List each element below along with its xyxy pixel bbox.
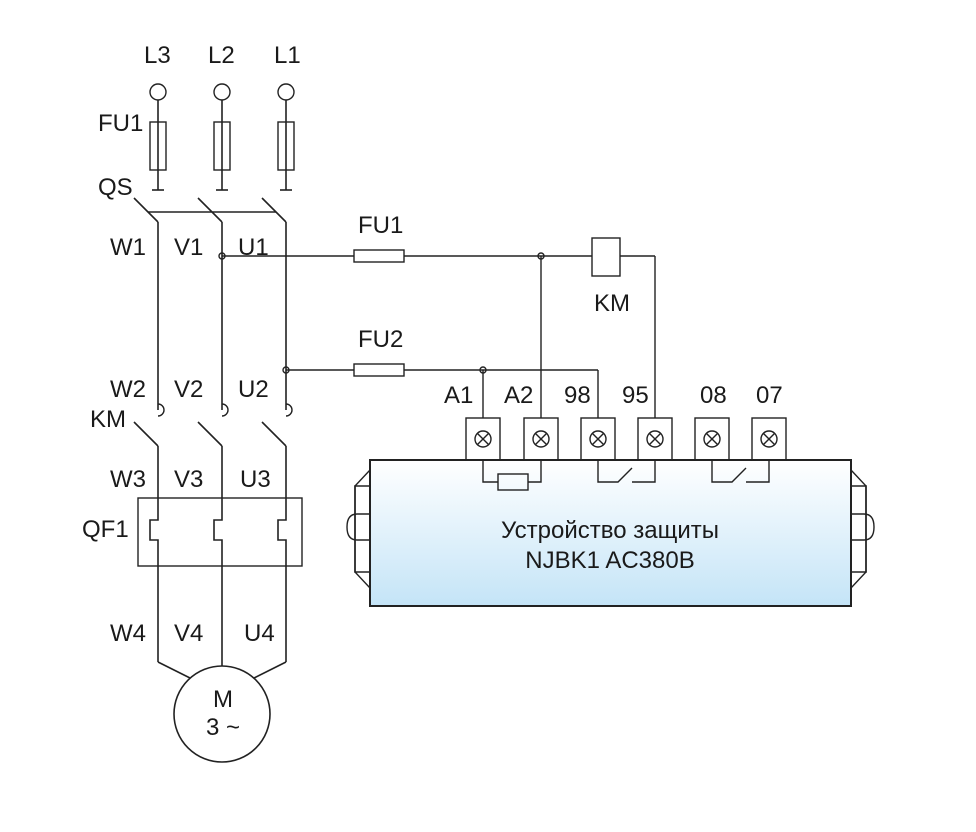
motor-symbol: M xyxy=(213,686,233,713)
qf1-frame xyxy=(137,497,303,567)
label-w3: W3 xyxy=(110,466,146,493)
label-fu1-ctrl: FU1 xyxy=(358,212,404,239)
label-w1: W1 xyxy=(110,234,146,261)
label-w2: W2 xyxy=(110,376,146,403)
device-model: NJBK1 AC380В xyxy=(525,547,695,574)
terminal-a1 xyxy=(465,417,501,461)
device-body xyxy=(369,459,852,607)
label-qf1: QF1 xyxy=(82,516,129,543)
label-terminal-95: 95 xyxy=(622,382,649,409)
label-v3: V3 xyxy=(174,466,204,493)
terminal-08 xyxy=(694,417,730,461)
label-u3: U3 xyxy=(240,466,271,493)
terminal-l3 xyxy=(149,83,167,101)
terminal-98 xyxy=(580,417,616,461)
main-fuses xyxy=(149,118,295,191)
km-contacts xyxy=(133,403,293,498)
label-terminal-07: 07 xyxy=(756,382,783,409)
device-title: Устройство защиты NJBK1 AC380В xyxy=(370,516,850,576)
contact-07-08 xyxy=(711,460,747,483)
label-terminal-08: 08 xyxy=(700,382,727,409)
fuse-fu1-ctrl xyxy=(353,249,405,263)
device-name: Устройство защиты xyxy=(501,517,719,544)
supply-terminals xyxy=(149,83,295,118)
label-l2: L2 xyxy=(208,42,235,69)
label-l1: L1 xyxy=(274,42,301,69)
km-coil xyxy=(591,237,621,277)
label-v4: V4 xyxy=(174,620,204,647)
protection-device xyxy=(346,459,875,607)
terminal-l1 xyxy=(277,83,295,101)
label-terminal-98: 98 xyxy=(564,382,591,409)
motor-phase: 3 ~ xyxy=(205,713,241,741)
label-w4: W4 xyxy=(110,620,146,647)
label-km-contact: KM xyxy=(90,406,126,433)
terminal-95 xyxy=(637,417,673,461)
label-u4: U4 xyxy=(244,620,275,647)
device-internal-wiring xyxy=(482,460,770,491)
label-l3: L3 xyxy=(144,42,171,69)
label-v1: V1 xyxy=(174,234,204,261)
terminal-l2 xyxy=(213,83,231,101)
motor xyxy=(157,661,287,763)
label-u2: U2 xyxy=(238,376,269,403)
terminal-07 xyxy=(751,417,787,461)
label-fu1-main: FU1 xyxy=(98,110,144,137)
control-circuit-1 xyxy=(218,237,656,418)
label-km-coil: KM xyxy=(594,290,630,317)
terminal-a2 xyxy=(523,417,559,461)
breaker-qf1 xyxy=(137,497,303,662)
label-qs: QS xyxy=(98,174,133,201)
label-v2: V2 xyxy=(174,376,204,403)
fuse-fu2-ctrl xyxy=(353,363,405,377)
label-u1: U1 xyxy=(238,234,269,261)
motor-label: M 3 ~ xyxy=(178,686,268,741)
label-terminal-a1: A1 xyxy=(444,382,474,409)
control-circuit-2 xyxy=(282,363,599,418)
label-terminal-a2: A2 xyxy=(504,382,534,409)
label-fu2-ctrl: FU2 xyxy=(358,326,404,353)
device-terminals xyxy=(465,417,787,461)
contact-95-98 xyxy=(597,460,633,483)
